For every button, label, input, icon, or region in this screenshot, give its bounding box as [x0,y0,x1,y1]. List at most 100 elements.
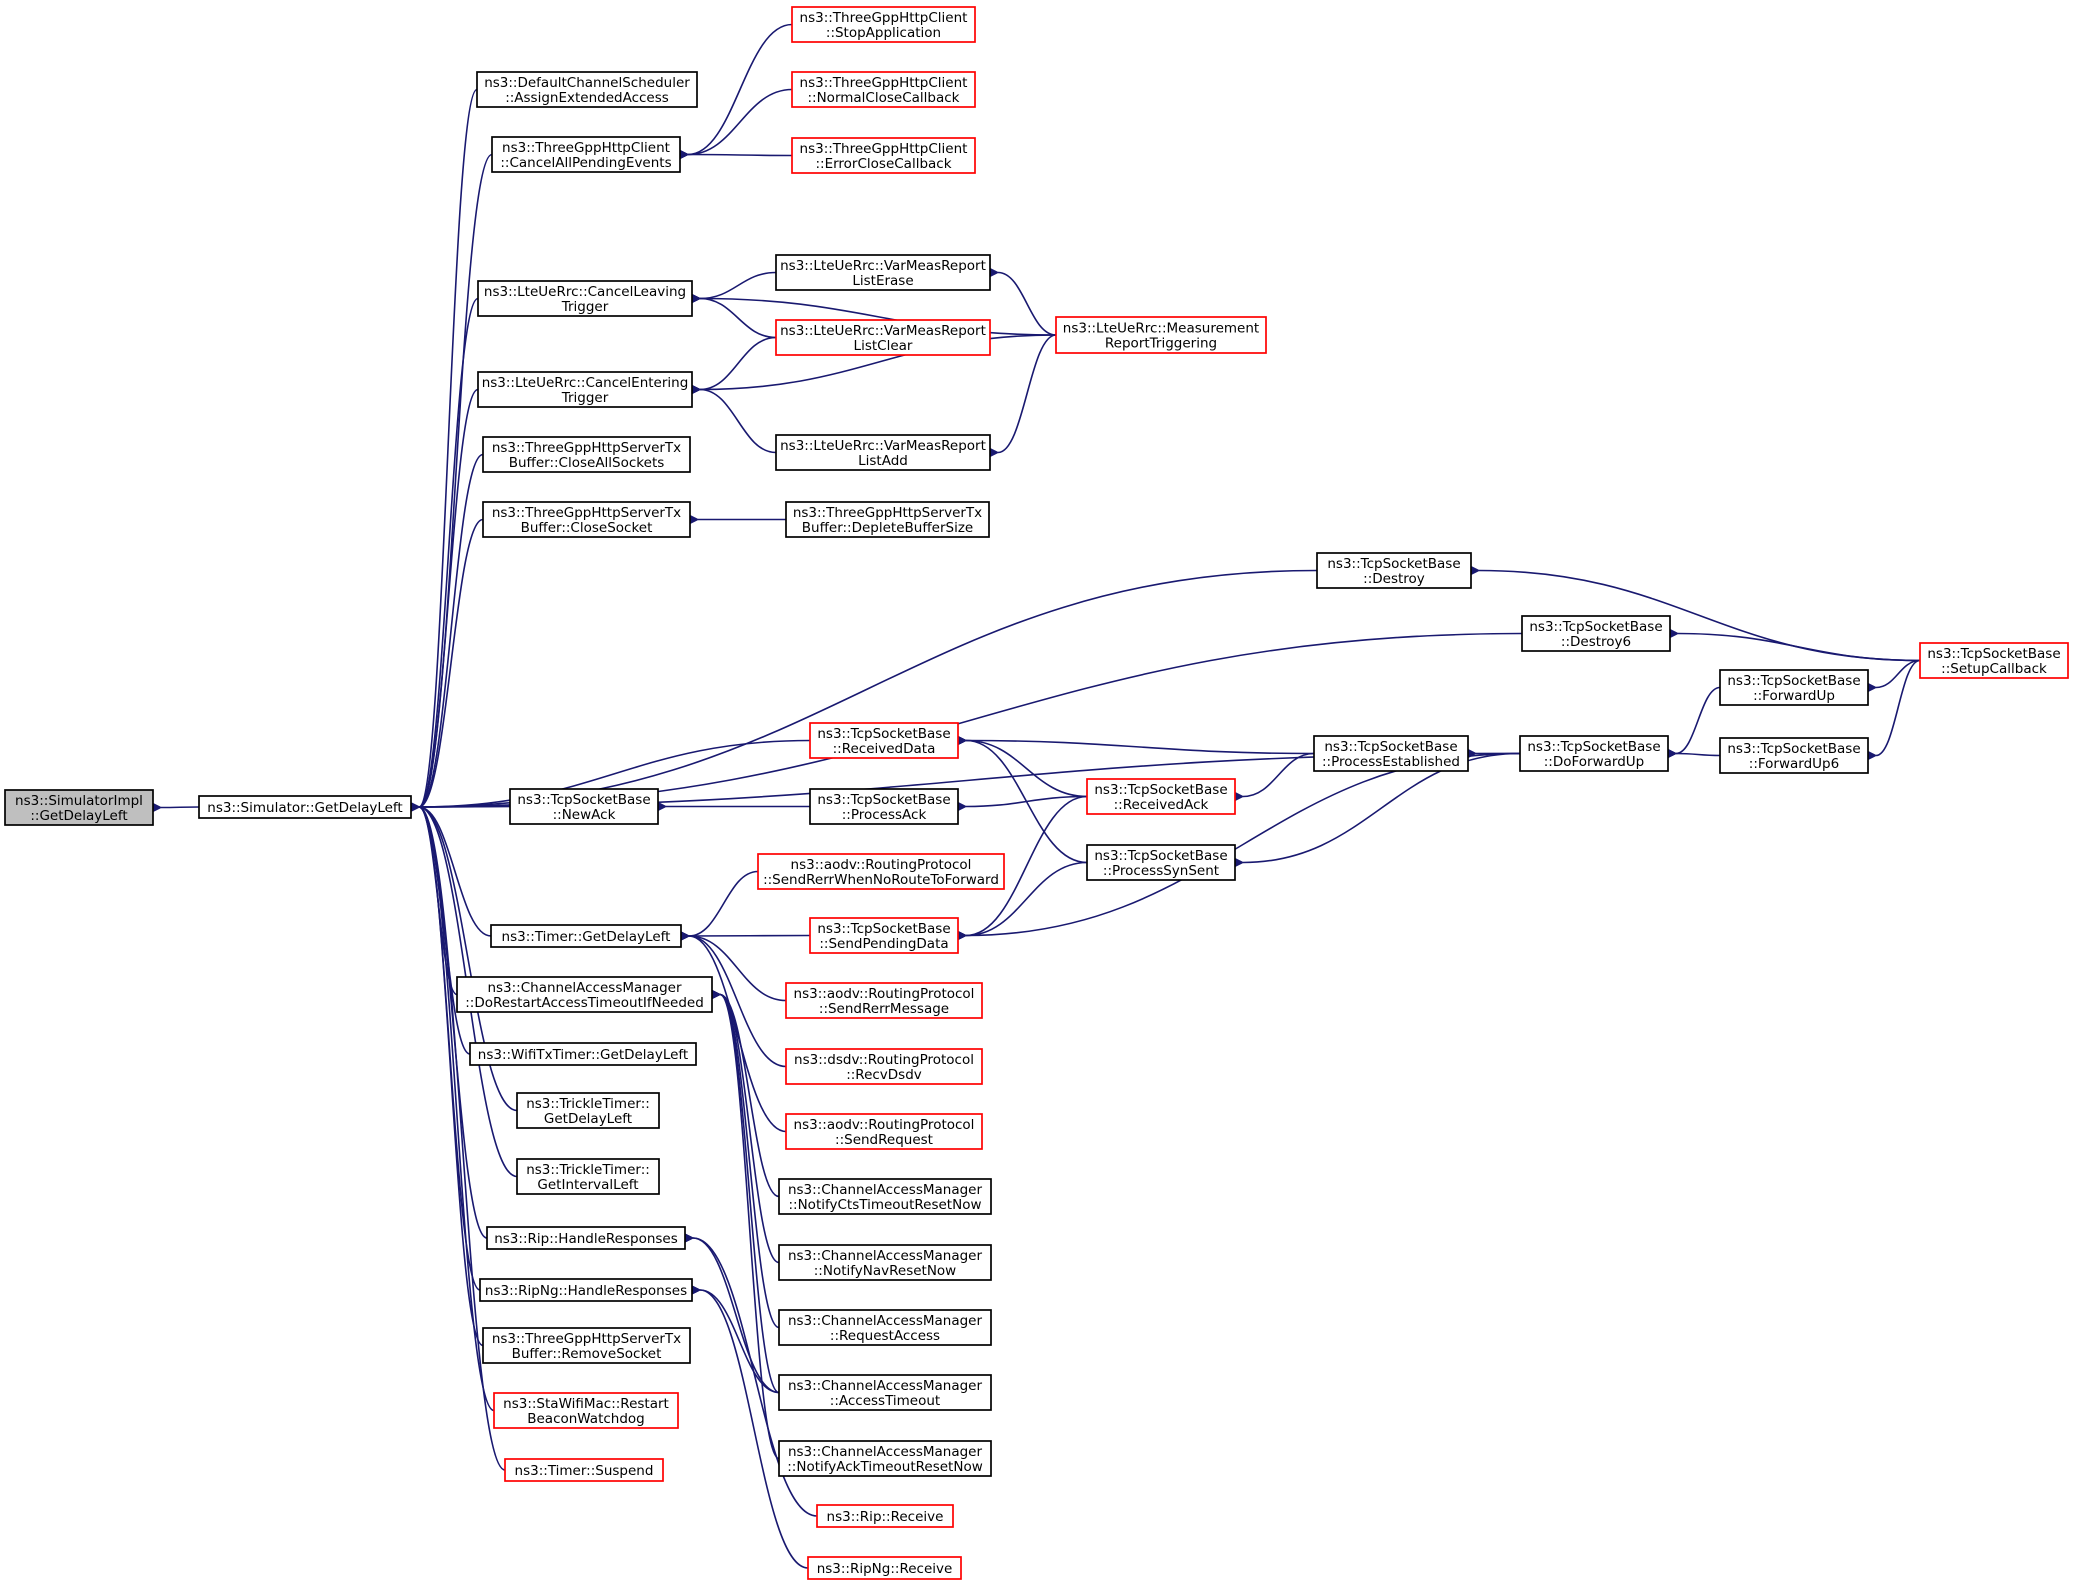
node-box [791,71,976,108]
node-label-line: ns3::TcpSocketBase [1727,673,1860,689]
node-box [775,254,991,291]
node-n33[interactable]: ns3::WifiTxTimer::GetDelayLeft [469,1042,697,1066]
node-box [482,501,691,538]
node-label-line: ns3::TcpSocketBase [1094,782,1227,798]
node-label-line: ns3::LteUeRrc::VarMeasReport [780,323,986,339]
node-n21[interactable]: ns3::TcpSocketBase::DoForwardUp [1519,735,1669,772]
node-n44[interactable]: ns3::ChannelAccessManager::AccessTimeout [778,1374,992,1411]
node-n31[interactable]: ns3::ChannelAccessManager::DoRestartAcce… [456,976,713,1013]
node-n1[interactable]: ns3::Simulator::GetDelayLeft [198,795,412,819]
node-box [1919,642,2069,679]
node-label-line: ::SendPendingData [819,936,948,952]
edge-n34-to-n29 [677,929,787,1068]
node-label-line: ns3::StaWifiMac::Restart [503,1396,669,1412]
node-label-line: ::AssignExtendedAccess [505,90,669,106]
node-box [1313,735,1469,772]
node-label-line: ns3::RipNg::Receive [817,1561,953,1577]
edge-n8-to-n7 [688,271,777,305]
node-label-line: ns3::ThreeGppHttpServerTx [793,505,982,521]
edge-n14-to-n1 [407,518,484,814]
node-n4[interactable]: ns3::ThreeGppHttpClient::StopApplication [791,6,976,43]
node-label-line: ns3::TcpSocketBase [1327,556,1460,572]
node-box [476,71,698,108]
edge-n24-to-n30 [954,795,1088,942]
node-box [4,789,154,826]
node-label-line: ns3::aodv::RoutingProtocol [794,986,975,1002]
node-n24[interactable]: ns3::TcpSocketBase::ReceivedAck [1086,778,1236,815]
node-n23[interactable]: ns3::TcpSocketBase::ProcessEstablished [1313,735,1469,772]
node-label-line: ns3::LteUeRrc::VarMeasReport [780,438,986,454]
node-box [807,1556,962,1580]
node-n36[interactable]: ns3::aodv::RoutingProtocol::SendRequest [785,1113,983,1150]
node-label-line: ns3::LteUeRrc::VarMeasReport [780,258,986,274]
node-n5[interactable]: ns3::ThreeGppHttpClient::NormalCloseCall… [791,71,976,108]
node-label-line: ::SetupCallback [1941,661,2047,677]
edge-n10-to-n12 [986,334,1057,459]
node-n46[interactable]: ns3::ChannelAccessManager::NotifyAckTime… [778,1440,992,1477]
node-label-line: ns3::TrickleTimer:: [526,1162,650,1178]
node-n38[interactable]: ns3::ChannelAccessManager::NotifyCtsTime… [778,1178,992,1215]
node-n17[interactable]: ns3::TcpSocketBase::Destroy6 [1521,615,1671,652]
edge-n10-to-n11 [688,334,1057,396]
node-label-line: ns3::ChannelAccessManager [788,1313,983,1329]
node-n35[interactable]: ns3::TrickleTimer::GetDelayLeft [516,1092,660,1129]
node-label-line: ns3::TcpSocketBase [1529,619,1662,635]
node-n47[interactable]: ns3::Timer::Suspend [504,1458,664,1482]
node-n25[interactable]: ns3::TcpSocketBase::NewAck [509,788,659,825]
node-n3[interactable]: ns3::ThreeGppHttpClient::CancelAllPendin… [491,136,681,173]
node-label-line: ns3::Timer::Suspend [515,1463,654,1479]
node-label-line: ns3::TcpSocketBase [817,792,950,808]
node-box [477,371,693,408]
node-n39[interactable]: ns3::Rip::HandleResponses [486,1226,686,1250]
node-n16[interactable]: ns3::TcpSocketBase::Destroy [1316,552,1472,589]
node-label-line: ns3::Simulator::GetDelayLeft [207,800,402,816]
node-n28[interactable]: ns3::aodv::RoutingProtocol::SendRerrWhen… [757,853,1005,890]
node-n32[interactable]: ns3::aodv::RoutingProtocol::SendRerrMess… [785,982,983,1019]
node-box [509,788,659,825]
node-box [809,917,959,954]
node-n34[interactable]: ns3::dsdv::RoutingProtocol::RecvDsdv [785,1048,983,1085]
node-n37[interactable]: ns3::TrickleTimer::GetIntervalLeft [516,1158,660,1195]
node-n6[interactable]: ns3::ThreeGppHttpClient::ErrorCloseCallb… [791,137,976,174]
node-n13[interactable]: ns3::ThreeGppHttpServerTxBuffer::CloseAl… [482,436,691,473]
edge-n13-to-n1 [407,453,484,814]
edge-n24-to-n22 [954,734,1088,798]
edge-n10-to-n8 [986,266,1057,336]
node-n27[interactable]: ns3::TcpSocketBase::ProcessSynSent [1086,844,1236,881]
node-label-line: ::NormalCloseCallback [807,90,959,106]
node-n20[interactable]: ns3::TcpSocketBase::ForwardUp6 [1719,737,1869,774]
node-n26[interactable]: ns3::TcpSocketBase::ProcessAck [809,788,959,825]
node-n2[interactable]: ns3::DefaultChannelScheduler::AssignExte… [476,71,698,108]
node-n14[interactable]: ns3::ThreeGppHttpServerTxBuffer::CloseSo… [482,501,691,538]
node-n30[interactable]: ns3::TcpSocketBase::SendPendingData [809,917,959,954]
node-n15[interactable]: ns3::ThreeGppHttpServerTxBuffer::Deplete… [785,501,990,538]
node-n41[interactable]: ns3::RipNg::HandleResponses [479,1278,693,1302]
node-n49[interactable]: ns3::RipNg::Receive [807,1556,962,1580]
node-n10[interactable]: ns3::LteUeRrc::MeasurementReportTriggeri… [1055,316,1267,354]
node-label-line: ns3::Rip::Receive [827,1509,944,1525]
node-label-line: ListAdd [858,453,908,469]
node-label-line: ::RecvDsdv [846,1067,922,1083]
node-n18[interactable]: ns3::TcpSocketBase::SetupCallback [1919,642,2069,679]
node-box [791,6,976,43]
node-label-line: ::ProcessEstablished [1322,754,1460,770]
node-n29[interactable]: ns3::Timer::GetDelayLeft [490,924,682,948]
node-n42[interactable]: ns3::ChannelAccessManager::RequestAccess [778,1309,992,1346]
node-label-line: ::SendRerrMessage [819,1001,949,1017]
node-box [791,137,976,174]
node-n43[interactable]: ns3::ThreeGppHttpServerTxBuffer::RemoveS… [482,1327,691,1364]
node-box [477,280,693,317]
node-n22[interactable]: ns3::TcpSocketBase::ReceivedData [809,722,959,759]
node-n48[interactable]: ns3::Rip::Receive [816,1504,954,1528]
node-n0[interactable]: ns3::SimulatorImpl::GetDelayLeft [4,789,154,826]
node-label-line: ::Destroy6 [1561,634,1631,650]
edge-n6-to-n3 [676,148,793,161]
node-n19[interactable]: ns3::TcpSocketBase::ForwardUp [1719,669,1869,706]
node-n40[interactable]: ns3::ChannelAccessManager::NotifyNavRese… [778,1244,992,1281]
